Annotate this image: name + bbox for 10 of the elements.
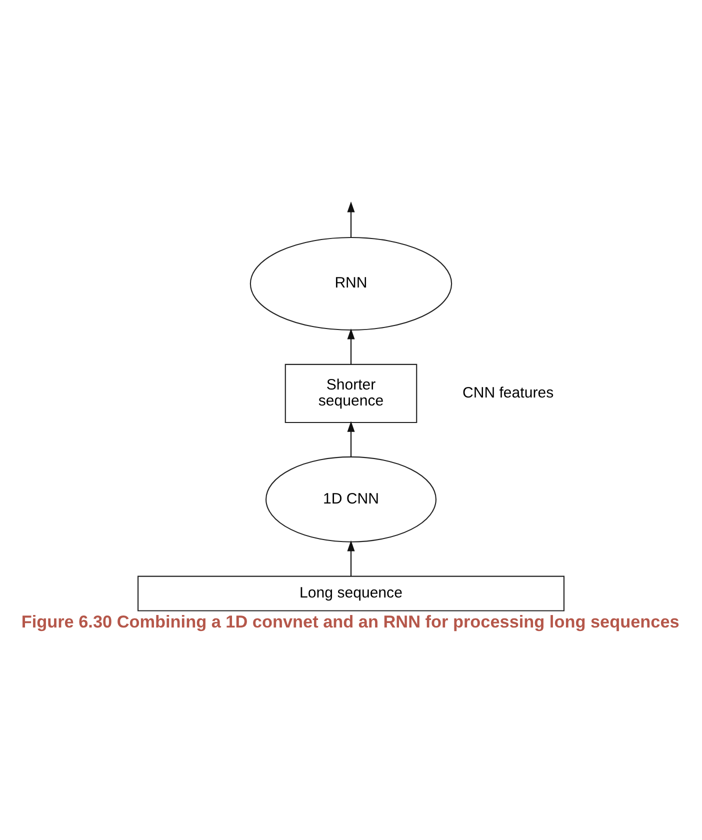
node-ellipse: RNN [250, 236, 452, 330]
arrow [347, 420, 355, 456]
node-box: Long sequence [138, 575, 564, 611]
node-label: CNN features [462, 384, 554, 401]
arrow [347, 328, 355, 364]
node-ellipse: 1D CNN [265, 456, 437, 542]
node-box: Shorter sequence [284, 363, 418, 423]
arrow [347, 201, 355, 237]
caption: Figure 6.30 Combining a 1D convnet and an RNN for processing long sequences [21, 611, 680, 632]
arrow [347, 540, 355, 576]
